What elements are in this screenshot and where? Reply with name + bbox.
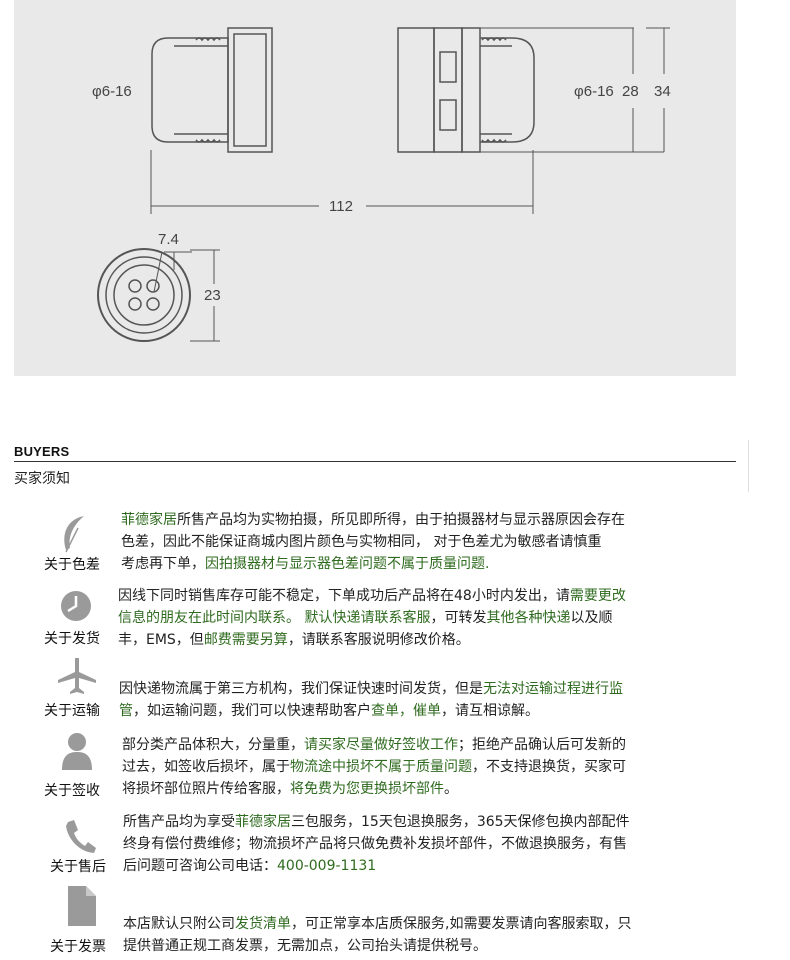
text-line: 终身有偿付费维修；物流损坏产品将只做免费补发损坏部件，不做退换服务，有售	[123, 833, 630, 855]
highlight-text: 管	[119, 703, 133, 719]
highlight-text: 400-009-1131	[277, 858, 377, 874]
heading-divider	[14, 461, 736, 462]
text-line: 菲德家居所售产品均为实物拍摄，所见即所得，由于拍摄器材与显示器原因会存在	[121, 509, 625, 531]
text-line: 信息的朋友在此时间内联系。 默认快递请联系客服，可转发其他各种快递以及顺	[118, 607, 626, 629]
length-label: 112	[329, 198, 353, 215]
buyers-heading: BUYERS	[14, 444, 70, 459]
highlight-text: 需要更改	[569, 588, 626, 604]
buyers-subtitle: 买家须知	[14, 471, 70, 487]
section-label: 关于签收	[44, 783, 100, 799]
section-label: 关于售后	[50, 859, 106, 875]
text-line: 考虑再下单，因拍摄器材与显示器色差问题不属于质量问题.	[121, 553, 625, 575]
document-icon	[68, 886, 96, 926]
text-line: 丰，EMS，但邮费需要另算，请联系客服说明修改价格。	[118, 629, 626, 651]
body-text: 色差，因此不能保证商城内图片颜色与实物相同， 对于色差尤为敏感者请慎重	[121, 534, 602, 550]
text-line: 部分类产品体积大，分量重，请买家尽量做好签收工作；拒绝产品确认后可发新的	[122, 734, 626, 756]
body-text: ，可转发	[430, 610, 487, 626]
body-text: 因快递物流属于第三方机构，我们保证快速时间发货，但是	[119, 681, 483, 697]
face-height-label: 23	[204, 287, 221, 304]
text-line: 后问题可咨询公司电话：400-009-1131	[123, 855, 630, 877]
text-line: 本店默认只附公司发货清单，可正常享本店质保服务,如需要发票请向客服索取，只	[123, 913, 631, 935]
body-text: ，请互相谅解。	[441, 703, 539, 719]
section-text: 因线下同时销售库存可能不稳定，下单成功后产品将在48小时内发出，请需要更改信息的…	[118, 585, 626, 651]
section-text: 部分类产品体积大，分量重，请买家尽量做好签收工作；拒绝产品确认后可发新的过去，如…	[122, 734, 626, 800]
highlight-text: 将免费为您更换损坏部件	[290, 781, 444, 797]
body-text: ；拒绝产品确认后可发新的	[458, 737, 626, 753]
text-line: 因快递物流属于第三方机构，我们保证快速时间发货，但是无法对运输过程进行监	[119, 678, 623, 700]
body-text: 因线下同时销售库存可能不稳定，下单成功后产品将在48小时内发出，请	[118, 588, 570, 604]
highlight-text: 请买家尽量做好签收工作	[304, 737, 458, 753]
body-text: 过去，如签收后损坏，属于	[122, 759, 290, 775]
clock-icon	[61, 591, 91, 621]
highlight-text: 物流途中损坏不属于质量问题	[290, 759, 472, 775]
face-width-label: 7.4	[158, 231, 179, 248]
body-text: ，可正常享本店质保服务,如需要发票请向客服索取，只	[291, 916, 632, 932]
person-icon	[62, 733, 92, 770]
text-line: 将损坏部位照片传给客服，将免费为您更换损坏部件。	[122, 778, 626, 800]
text-line: 色差，因此不能保证商城内图片颜色与实物相同， 对于色差尤为敏感者请慎重	[121, 531, 625, 553]
section-label: 关于发票	[50, 939, 106, 955]
body-text: 本店默认只附公司	[123, 916, 235, 932]
text-line: 管，如运输问题，我们可以快速帮助客户查单，催单，请互相谅解。	[119, 700, 623, 722]
section-label: 关于色差	[44, 557, 100, 573]
body-text: 后问题可咨询公司电话：	[123, 858, 277, 874]
body-text: 三包服务，15天包退换服务，365天保修包换内部配件	[291, 814, 630, 830]
body-text: 将损坏部位照片传给客服，	[122, 781, 290, 797]
highlight-text: 菲德家居	[235, 814, 291, 830]
section-label: 关于发货	[44, 631, 100, 647]
body-text: 以及顺	[570, 610, 613, 626]
technical-drawing: φ6-16 φ6-16 28 34 112 7.4 23	[14, 0, 736, 376]
section-text: 本店默认只附公司发货清单，可正常享本店质保服务,如需要发票请向客服索取，只提供普…	[123, 913, 631, 957]
phone-icon	[66, 820, 96, 853]
section-text: 菲德家居所售产品均为实物拍摄，所见即所得，由于拍摄器材与显示器原因会存在色差，因…	[121, 509, 625, 575]
body-text: 提供普通正规工商发票，无需加点，公司抬头请提供税号。	[123, 938, 487, 954]
right-diameter-label: φ6-16	[574, 83, 614, 100]
highlight-text: 查单，催单	[371, 703, 441, 719]
highlight-text: 邮费需要另算	[203, 632, 288, 648]
text-line: 提供普通正规工商发票，无需加点，公司抬头请提供税号。	[123, 935, 631, 957]
body-text: 终身有偿付费维修；物流损坏产品将只做免费补发损坏部件，不做退换服务，有售	[123, 836, 627, 852]
height-outer-label: 34	[654, 83, 671, 100]
section-text: 所售产品均为享受菲德家居三包服务，15天包退换服务，365天保修包换内部配件终身…	[123, 811, 630, 877]
height-inner-label: 28	[622, 83, 639, 100]
left-diameter-label: φ6-16	[92, 83, 132, 100]
text-line: 过去，如签收后损坏，属于物流途中损坏不属于质量问题，不支持退换货，买家可	[122, 756, 626, 778]
section-label: 关于运输	[44, 703, 100, 719]
body-text: 所售产品均为享受	[123, 814, 235, 830]
body-text: 所售产品均为实物拍摄，所见即所得，由于拍摄器材与显示器原因会存在	[177, 512, 625, 528]
text-line: 所售产品均为享受菲德家居三包服务，15天包退换服务，365天保修包换内部配件	[123, 811, 630, 833]
body-text: ，不支持退换货，买家可	[472, 759, 626, 775]
highlight-text: 菲德家居	[121, 512, 177, 528]
body-text: 考虑再下单，	[121, 556, 205, 572]
body-text: 丰，EMS，但	[118, 632, 204, 648]
highlight-text: 因拍摄器材与显示器色差问题不属于质量问题.	[205, 556, 490, 572]
highlight-text: 无法对运输过程进行监	[483, 681, 623, 697]
body-text: ，请联系客服说明修改价格。	[287, 632, 470, 648]
body-text: 。	[444, 781, 458, 797]
text-line: 因线下同时销售库存可能不稳定，下单成功后产品将在48小时内发出，请需要更改	[118, 585, 626, 607]
feather-icon	[64, 516, 84, 553]
section-text: 因快递物流属于第三方机构，我们保证快速时间发货，但是无法对运输过程进行监管，如运…	[119, 678, 623, 722]
body-text: 部分类产品体积大，分量重，	[122, 737, 304, 753]
body-text: ，如运输问题，我们可以快速帮助客户	[133, 703, 371, 719]
side-divider	[748, 440, 749, 492]
airplane-icon	[58, 658, 96, 694]
highlight-text: 信息的朋友在此时间内联系。 默认快递请联系客服	[118, 610, 431, 626]
highlight-text: 其他各种快递	[486, 610, 571, 626]
connector-dimension-drawing: φ6-16 φ6-16 28 34 112 7.4 23	[92, 27, 671, 342]
highlight-text: 发货清单	[235, 916, 291, 932]
